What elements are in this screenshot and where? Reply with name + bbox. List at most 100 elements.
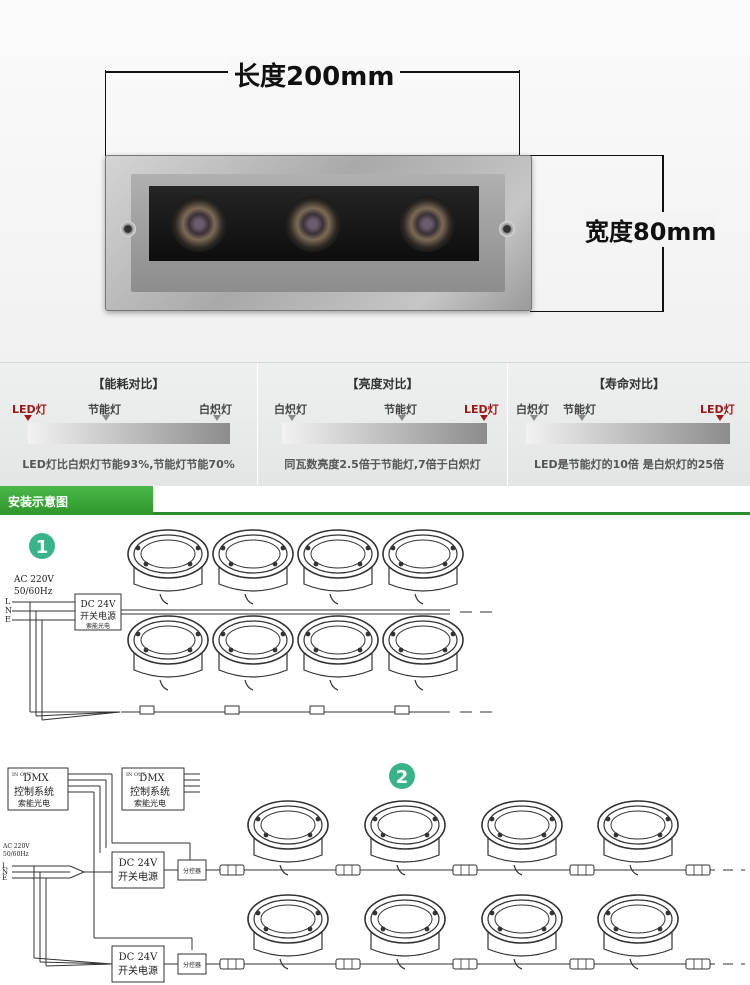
label-led: LED灯 — [12, 403, 47, 416]
connector-icon — [569, 958, 595, 970]
ac-frequency: 50/60Hz — [3, 851, 29, 858]
ac-frequency: 50/60Hz — [14, 587, 53, 597]
connector-icon — [219, 864, 245, 876]
badge-1-label: 1 — [36, 537, 49, 558]
dmx-brand-label: 索能光电 — [18, 798, 50, 808]
panel-note: LED灯比白炽灯节能93%,节能灯节能70% — [22, 458, 235, 471]
psu-dc-label: DC 24V — [119, 858, 159, 869]
lamp-icon — [127, 615, 209, 691]
dmx-title: DMX — [139, 773, 165, 784]
dmx-title: DMX — [23, 773, 49, 784]
diagram-1: 1 AC 220V 50/60Hz L N E DC 24V 开关电源 索能光电 — [5, 529, 500, 721]
led-lens-1-icon — [171, 196, 227, 252]
lamp-icon — [597, 894, 679, 970]
label-incandescent: 白炽灯 — [199, 403, 232, 416]
length-dim-right-tick — [519, 70, 520, 156]
connector-icon — [335, 958, 361, 970]
lamp-row-3 — [247, 800, 679, 876]
width-dim-bottom-tick — [530, 311, 664, 312]
connector-icon — [452, 958, 478, 970]
gradient-bar — [282, 423, 487, 444]
power-supply-box-1 — [111, 851, 165, 889]
lamp-icon — [597, 800, 679, 876]
badge-2-label: 2 — [396, 767, 409, 788]
psu-dc-label: DC 24V — [81, 600, 116, 610]
led-lens-2-icon — [285, 196, 341, 252]
lamp-row-4 — [247, 894, 679, 970]
lamp-icon — [481, 894, 563, 970]
psu-type-label: 开关电源 — [80, 610, 116, 622]
marker-incandescent-icon — [288, 415, 296, 421]
width-label: 宽度80mm — [585, 212, 717, 247]
diagram-2: 2 IN OUT DMX 控制系统 索能光电 IN OUT DMX 控制系统 索… — [2, 763, 745, 983]
marker-cfl-icon — [102, 415, 110, 421]
lamp-row-1 — [127, 529, 464, 605]
panel-title: 【亮度对比】 — [346, 377, 419, 391]
marker-led-icon — [716, 415, 724, 421]
width-dim-top-tick — [519, 155, 664, 156]
marker-cfl-icon — [398, 415, 406, 421]
lamp-icon — [247, 800, 329, 876]
connector-icon — [335, 864, 361, 876]
gradient-bar — [28, 423, 230, 444]
led-lens-3-icon — [399, 196, 455, 252]
badge-1-icon — [29, 533, 55, 559]
badge-2-icon — [389, 763, 415, 789]
lamp-icon — [297, 615, 379, 691]
panel-lifespan: 【寿命对比】 白炽灯 节能灯 LED灯 LED是节能灯的10倍 是白炽灯的25倍 — [508, 363, 750, 487]
dmx-brand-label: 索能光电 — [134, 798, 166, 808]
lamp-icon — [481, 800, 563, 876]
label-cfl: 节能灯 — [384, 403, 417, 416]
install-section-header: 安装示意图 — [0, 486, 750, 515]
label-incandescent: 白炽灯 — [274, 403, 307, 416]
lamp-icon — [297, 529, 379, 605]
connector-icon — [452, 864, 478, 876]
wire-l-label: L — [5, 597, 11, 606]
label-led: LED灯 — [700, 403, 735, 416]
product-hero: 长度200mm 宽度80mm — [0, 0, 750, 362]
marker-cfl-icon — [578, 415, 586, 421]
marker-incandescent-icon — [213, 415, 221, 421]
wire-e-label: E — [2, 874, 7, 882]
ac-voltage: AC 220V — [13, 575, 54, 585]
dmx-control-label: 控制系统 — [14, 785, 54, 798]
label-cfl: 节能灯 — [88, 403, 121, 416]
lamp-icon — [382, 529, 464, 605]
lamp-icon — [212, 529, 294, 605]
length-dim-left-tick — [105, 70, 106, 156]
wire-n-label: N — [2, 868, 8, 876]
panel-title: 【能耗对比】 — [92, 377, 165, 391]
length-label: 长度200mm — [228, 56, 401, 93]
splitter-box-1 — [177, 859, 207, 881]
lamp-icon — [127, 529, 209, 605]
led-fixture-image — [105, 155, 532, 311]
lamp-icon — [364, 894, 446, 970]
connector-icon — [569, 864, 595, 876]
label-cfl: 节能灯 — [563, 403, 596, 416]
power-supply-box-2 — [111, 945, 165, 983]
lamp-icon — [247, 894, 329, 970]
dmx-io-label: IN OUT — [126, 772, 146, 778]
screw-left-icon — [120, 221, 136, 237]
marker-incandescent-icon — [530, 415, 538, 421]
splitter-label: 分控器 — [183, 961, 201, 969]
lamp-row-2 — [127, 615, 464, 691]
panel-brightness: 【亮度对比】 白炽灯 节能灯 LED灯 同瓦数亮度2.5倍于节能灯,7倍于白炽灯 — [258, 363, 508, 487]
panel-note: LED是节能灯的10倍 是白炽灯的25倍 — [533, 458, 725, 471]
psu-type-label: 开关电源 — [118, 870, 158, 883]
screw-right-icon — [499, 221, 515, 237]
dmx-controller-2 — [121, 767, 185, 811]
marker-led-icon — [480, 415, 488, 421]
dmx-io-label: IN OUT — [12, 772, 32, 778]
dmx-control-label: 控制系统 — [130, 785, 170, 798]
marker-led-icon — [24, 415, 32, 421]
splitter-box-2 — [177, 953, 207, 975]
splitter-label: 分控器 — [183, 867, 201, 875]
connector-icon — [219, 958, 245, 970]
label-led: LED灯 — [464, 403, 499, 416]
psu-type-label: 开关电源 — [118, 964, 158, 977]
power-supply-box — [74, 593, 122, 631]
wire-e-label: E — [5, 615, 11, 624]
wire-n-label: N — [5, 606, 12, 615]
dmx-controller-1 — [7, 767, 69, 811]
